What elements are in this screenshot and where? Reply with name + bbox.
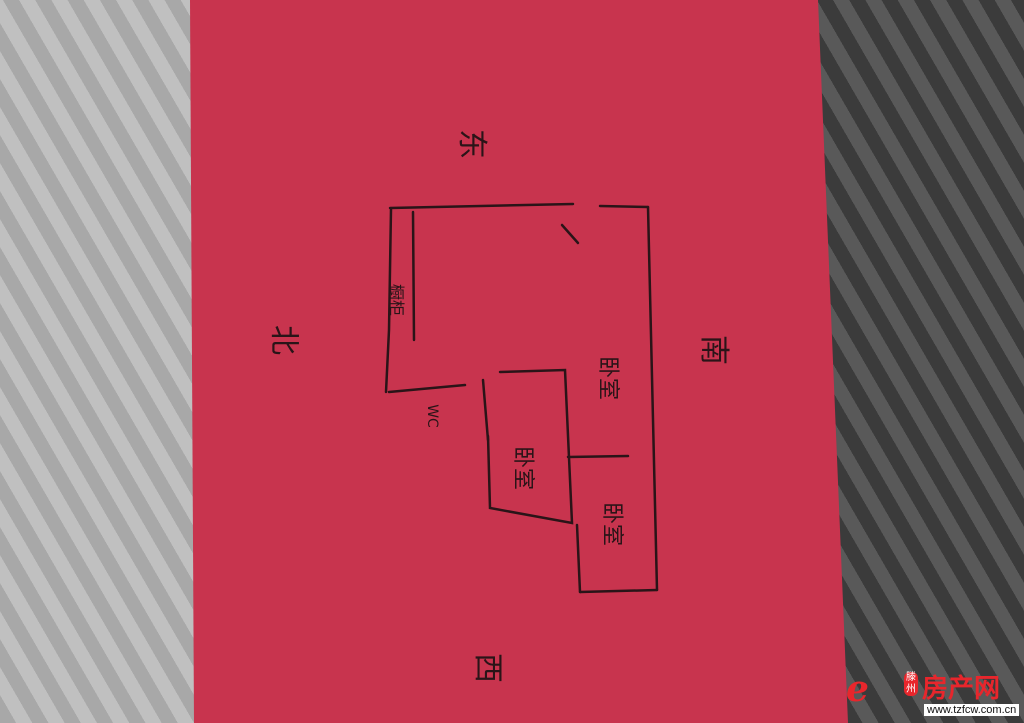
watermark-url: www.tzfcw.com.cn [924, 704, 1020, 716]
wc-right-wall [481, 378, 490, 442]
room-bedroom-middle: 卧室 [510, 445, 536, 491]
middle-bedroom-walls [486, 368, 574, 525]
top-wall-left [388, 202, 575, 210]
room-bedroom-lower: 卧室 [599, 501, 625, 547]
left-background-texture [0, 0, 200, 723]
right-background-texture [814, 0, 1024, 723]
direction-east: 东 [454, 129, 489, 159]
lower-bedroom-left [575, 523, 582, 594]
plan-walls [384, 202, 659, 594]
watermark-name: 房产网 [922, 674, 1001, 704]
left-wall [384, 207, 393, 394]
watermark: e 滕州 房产网 www.tzfcw.com.cn [846, 668, 1022, 720]
room-bedroom-upper: 卧室 [595, 355, 621, 401]
right-wall [646, 205, 659, 592]
cabinet-line [411, 210, 416, 342]
door-mark [560, 223, 580, 245]
red-paper [190, 0, 848, 723]
divider-wall [566, 454, 630, 459]
bottom-wall [578, 588, 659, 594]
direction-west: 西 [470, 653, 505, 683]
room-wc: WC [423, 404, 440, 428]
room-cabinet: 橱柜 [387, 283, 407, 317]
direction-north: 北 [266, 325, 301, 355]
direction-south: 南 [696, 335, 731, 365]
watermark-logo-icon: e [846, 668, 869, 710]
top-wall-right [598, 204, 650, 209]
wc-walls [387, 383, 467, 394]
watermark-city: 滕州 [904, 672, 918, 696]
